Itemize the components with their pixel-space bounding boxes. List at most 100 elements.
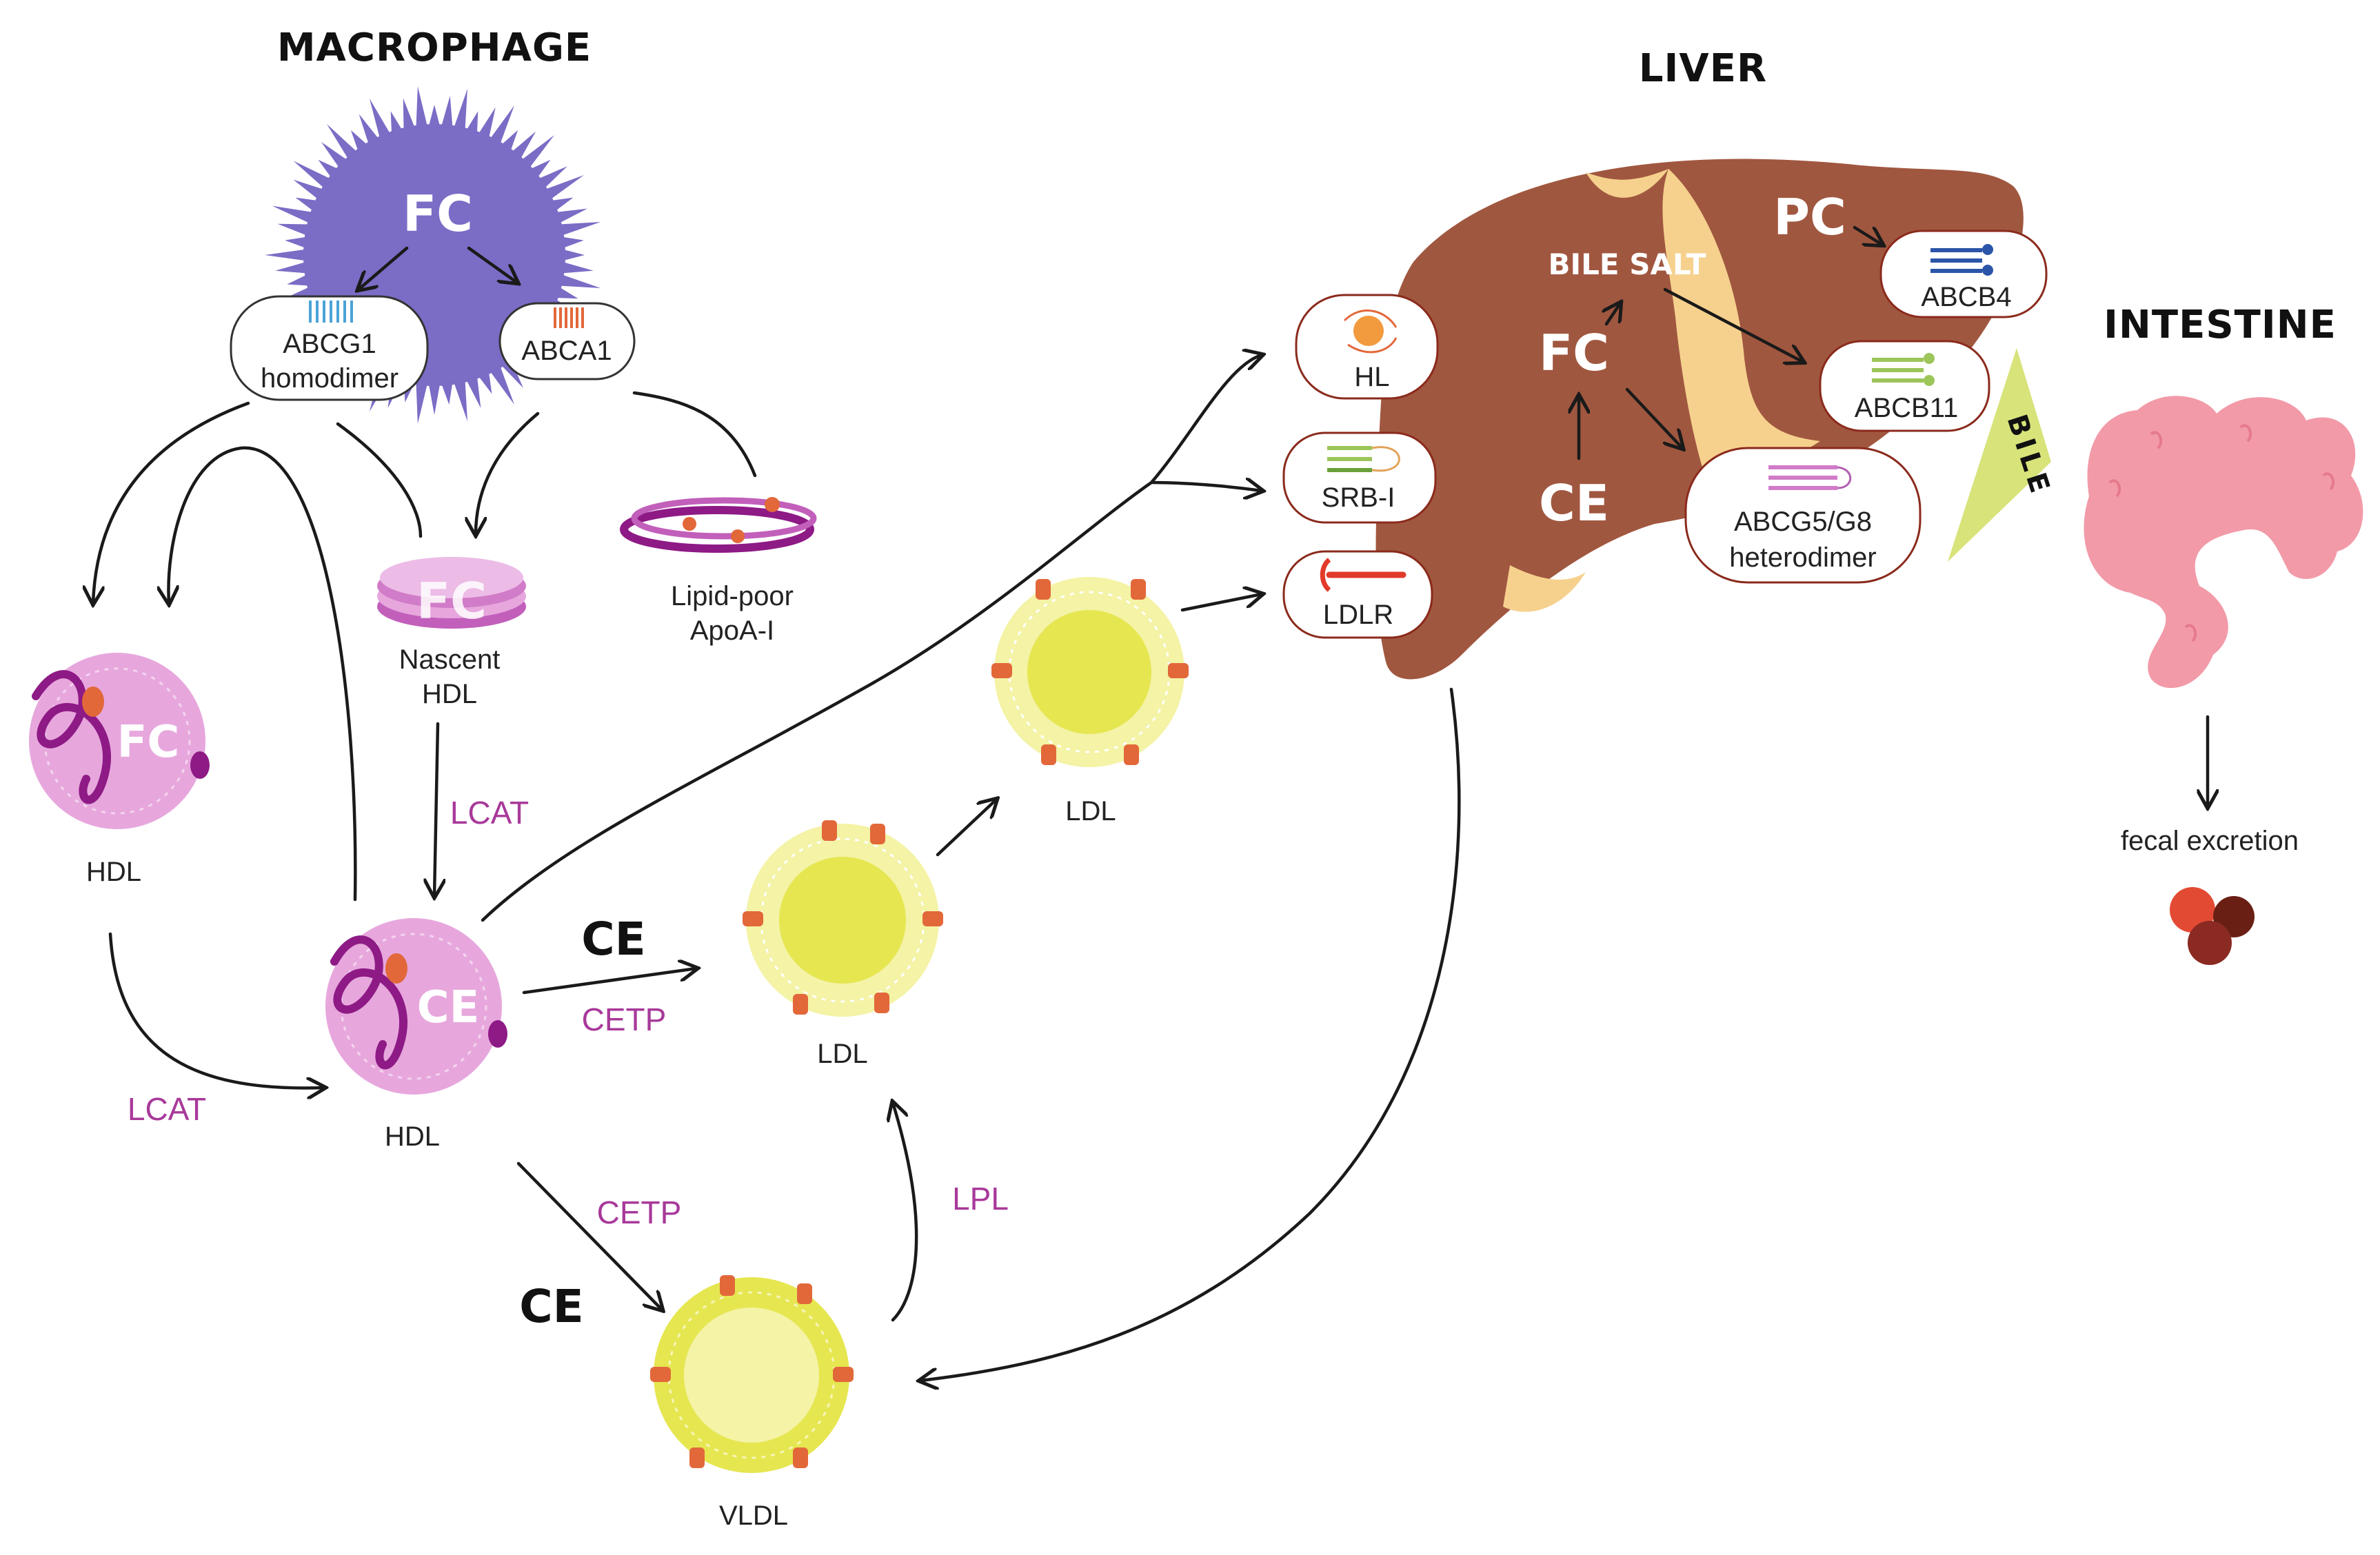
macrophage-spike	[321, 141, 348, 169]
lcat-bottom-label: LCAT	[128, 1091, 206, 1127]
srb1-receptor: SRB-I	[1282, 431, 1437, 524]
fc-to-abcg1-arrow	[359, 246, 409, 289]
hdl-to-hdlce-arrow	[108, 932, 324, 1088]
macrophage-spike	[326, 123, 358, 160]
ldl-particle-middle: LDL	[743, 820, 943, 1069]
macrophage-spike	[490, 105, 514, 145]
liver-organ	[1375, 159, 2024, 680]
macrophage-spike	[318, 159, 339, 179]
hl-receptor: HL	[1295, 294, 1439, 400]
abcb11-transporter-icon	[1872, 353, 1935, 386]
macrophage-spike	[287, 274, 310, 286]
hdl-ce-particle: CE HDL	[325, 918, 507, 1152]
macrophage-spike	[428, 383, 441, 415]
macrophage-spike	[275, 261, 307, 274]
abcg1-to-hdl-arrow	[93, 401, 250, 603]
macrophage-spike	[537, 166, 567, 189]
macrophage-spike	[555, 208, 588, 224]
abcg1-transporter: ABCG1 homodimer	[230, 295, 429, 401]
macrophage-spike	[501, 358, 523, 388]
abcg1-transporter-icon	[309, 301, 353, 323]
nascent-hdl-label: Nascent	[399, 644, 501, 675]
ce-transfer-down-label: CE	[519, 1280, 584, 1333]
macrophage-spike	[428, 105, 441, 128]
intestine-heading: INTESTINE	[2104, 303, 2337, 347]
srb1-label: SRB-I	[1322, 482, 1395, 513]
nascent-hdl: FC Nascent HDL	[377, 557, 526, 709]
liver-fc-label: FC	[1539, 324, 1609, 382]
liver-heading: LIVER	[1639, 46, 1767, 91]
srb1-receptor-icon	[1327, 446, 1400, 472]
macrophage-spike	[558, 222, 601, 236]
macrophage-spike	[454, 88, 467, 131]
abcg58-transporter-icon	[1768, 465, 1852, 490]
vldl-particle: VLDL	[650, 1275, 854, 1531]
abcb4-label: ABCB4	[1921, 282, 2011, 312]
abca1-transporter-icon	[554, 307, 584, 328]
ldlr-receptor: LDLR	[1282, 550, 1433, 639]
abcg58-transporter: ABCG5/G8 heterodimer	[1684, 447, 1922, 584]
macrophage-spike	[293, 179, 325, 200]
macrophage-spike	[465, 111, 478, 134]
macrophage-spike	[478, 107, 496, 139]
macrophage-spike	[293, 161, 332, 189]
ce-transfer-label: CE	[581, 913, 646, 966]
abcg1-label-2: homodimer	[261, 363, 399, 394]
abca1-label: ABCA1	[521, 336, 612, 366]
abcb4-transporter: ABCB4	[1879, 230, 2048, 318]
macrophage-spike	[265, 249, 307, 261]
hdl-to-hl-arrow	[481, 355, 1262, 922]
abcg1-to-nascent-line	[336, 422, 423, 538]
ldl-particle-top: LDL	[991, 577, 1189, 826]
macrophage-heading: MACROPHAGE	[277, 26, 592, 70]
abcb11-transporter: ABCB11	[1819, 340, 1990, 432]
liver-ce-label: CE	[1539, 474, 1609, 532]
abcb4-transporter-icon	[1930, 244, 1993, 276]
ldlr-receptor-icon	[1320, 558, 1406, 592]
macrophage-spike	[561, 261, 594, 274]
hdl-ce-inner-label: CE	[417, 982, 480, 1033]
macrophage-spike	[562, 249, 585, 261]
macrophage-spike	[490, 365, 514, 405]
macrophage-spike	[416, 86, 428, 128]
macrophage-spike	[350, 130, 368, 152]
pathway-arrows	[93, 355, 1461, 1381]
macrophage-spike	[369, 98, 391, 139]
macrophage-spike	[558, 274, 601, 288]
hdl-to-srb1-arrow	[1149, 482, 1262, 491]
hdl-left-label: HDL	[86, 857, 141, 887]
ldl-middle-label: LDL	[817, 1039, 867, 1069]
liver-to-vldl-arrow	[920, 687, 1461, 1381]
macrophage-spike	[465, 376, 481, 409]
macrophage-spike	[295, 197, 319, 212]
vldl-to-ldl-arrow	[893, 1103, 918, 1322]
fc-to-abca1-arrow	[467, 246, 517, 283]
macrophage-spike	[403, 98, 415, 131]
intestine-organ	[2084, 396, 2363, 689]
macrophage-spike	[511, 131, 536, 160]
macrophage-spike	[454, 379, 467, 422]
macrophage-spike	[501, 130, 518, 152]
bile-salt-to-abcb11-arrow	[1663, 287, 1803, 362]
nascent-hdl-label-2: HDL	[422, 679, 477, 709]
abca1-to-nascent-arrow	[476, 411, 540, 534]
macrophage-spike	[416, 382, 428, 424]
ldl-to-ldlr-arrow	[1180, 594, 1262, 612]
macrophage-fc-label: FC	[403, 185, 473, 243]
macrophage-spike	[441, 382, 453, 405]
hdl-fc-particle: FC HDL	[29, 653, 210, 887]
hdl-fc-inner-label: FC	[117, 717, 180, 768]
vldl-label: VLDL	[719, 1501, 788, 1531]
bile-salt-label: BILE SALT	[1549, 247, 1706, 281]
apoa1-to-abca1-line	[632, 391, 757, 478]
fecal-excretion-label: fecal excretion	[2121, 826, 2299, 856]
macrophage-spike	[390, 111, 403, 134]
macrophage-spike	[441, 96, 453, 128]
apoa1-label: Lipid-poor	[671, 581, 794, 611]
macrophage-spike	[555, 286, 578, 299]
ldl-top-label: LDL	[1065, 796, 1116, 826]
ldlr-label: LDLR	[1323, 600, 1393, 630]
macrophage-spike	[530, 159, 551, 179]
macrophage-spike	[478, 371, 492, 394]
